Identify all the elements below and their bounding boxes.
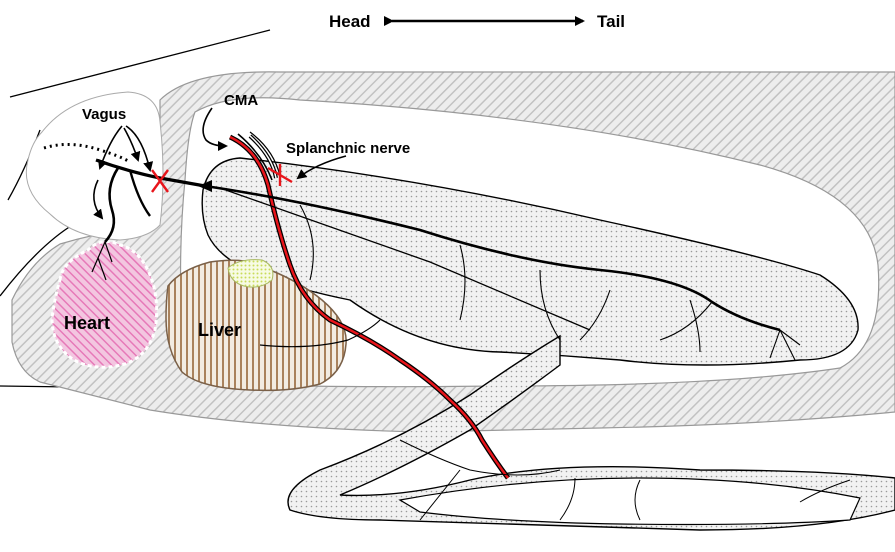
- vagus-label: Vagus: [82, 106, 126, 123]
- cma-label: CMA: [224, 92, 258, 109]
- tail-label: Tail: [597, 12, 625, 31]
- head-label: Head: [329, 12, 371, 31]
- splanchnic-nerve-label: Splanchnic nerve: [286, 140, 410, 157]
- heart-label: Heart: [64, 313, 110, 333]
- liver-label: Liver: [198, 320, 241, 340]
- orientation-axis: Head Tail: [329, 12, 625, 31]
